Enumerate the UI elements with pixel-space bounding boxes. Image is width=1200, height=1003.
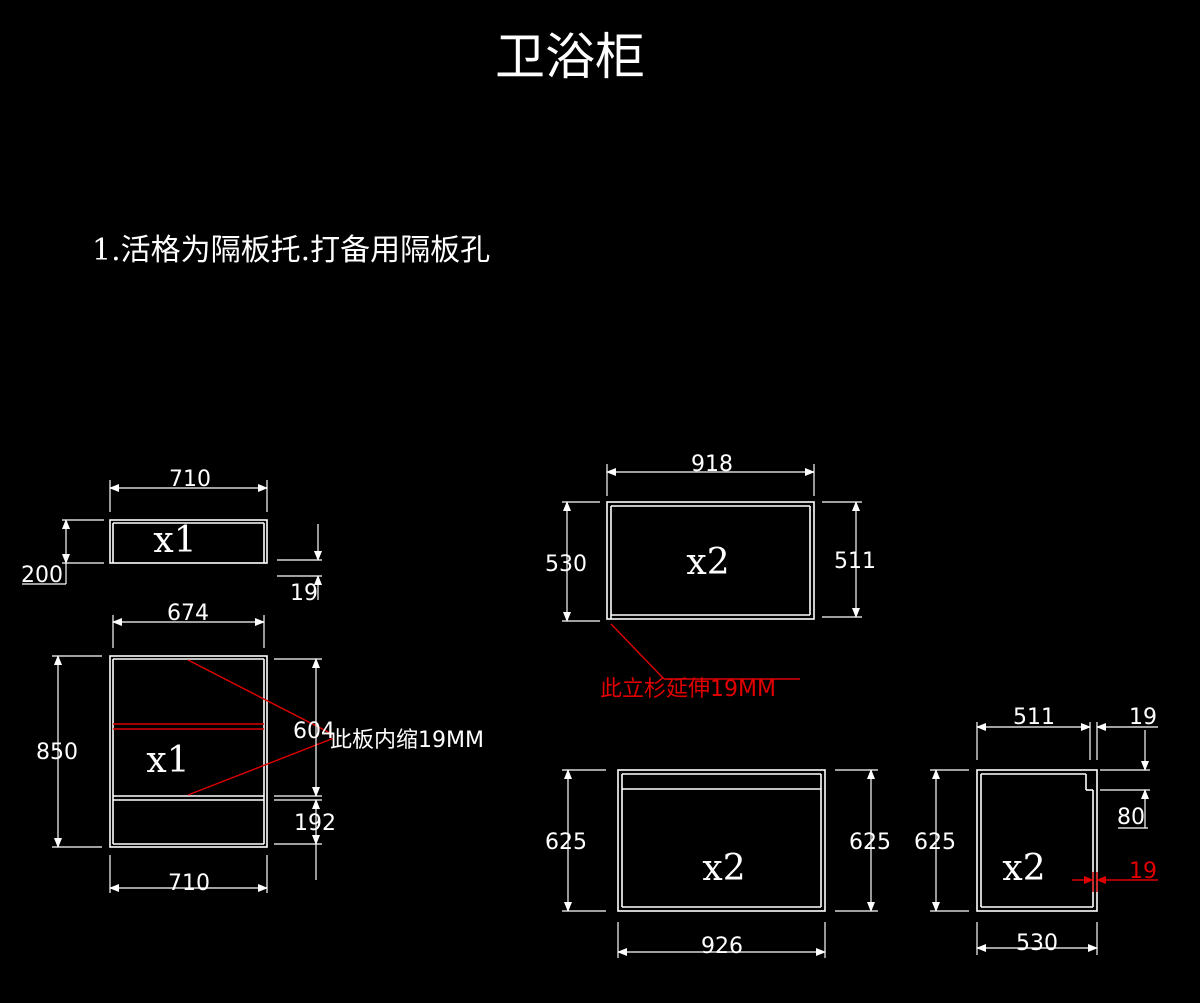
qty-main-carcass: x1 — [146, 740, 189, 781]
dim-511-right: 511 — [834, 549, 876, 574]
dim-710-top: 710 — [169, 467, 211, 492]
qty-panel-926: x2 — [702, 848, 745, 889]
drawing-note: 1.活格为隔板托.打备用隔板孔 — [92, 233, 490, 268]
dim-604: 604 — [293, 719, 335, 744]
dim-625-b: 625 — [849, 830, 891, 855]
panel-926: 625 625 926 x2 — [545, 769, 891, 959]
dim-19-red: 19 — [1129, 859, 1157, 884]
callout-extend-19mm: 此立杉延伸19MM — [600, 677, 776, 702]
dim-511-side: 511 — [1013, 705, 1055, 730]
dim-674: 674 — [167, 601, 209, 626]
dim-530-left: 530 — [545, 552, 587, 577]
dim-850: 850 — [36, 740, 78, 765]
panel-918: 918 530 511 此立杉延伸19MM x2 — [545, 452, 876, 702]
dim-19-notch: 19 — [1129, 705, 1157, 730]
qty-panel-918: x2 — [686, 542, 729, 583]
drawing-title: 卫浴柜 — [495, 28, 645, 86]
dim-192: 192 — [294, 811, 336, 836]
dim-926: 926 — [701, 934, 743, 959]
callout-inset-19mm: 此板内缩19MM — [330, 728, 484, 753]
side-panel: 511 19 80 625 530 19 x2 — [914, 705, 1158, 956]
dim-80: 80 — [1117, 805, 1145, 830]
top-drawer-panel: 710 200 19 x1 — [21, 467, 322, 606]
dim-710-bottom: 710 — [168, 871, 210, 896]
dim-625-side: 625 — [914, 830, 956, 855]
main-carcass-panel: 此板内缩19MM 674 850 604 192 710 x1 — [36, 601, 484, 896]
qty-top-drawer: x1 — [153, 520, 196, 561]
qty-side-panel: x2 — [1002, 848, 1045, 889]
dim-918: 918 — [691, 452, 733, 477]
dim-530-bottom: 530 — [1016, 931, 1058, 956]
dim-19-top: 19 — [290, 581, 318, 606]
dim-625-a: 625 — [545, 830, 587, 855]
